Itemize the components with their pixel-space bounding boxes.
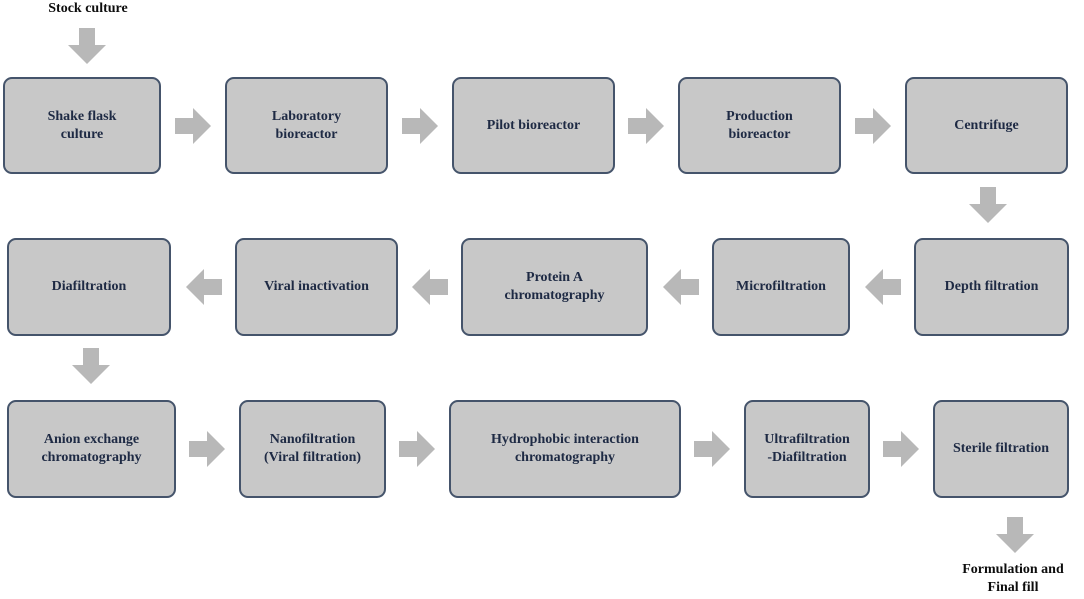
arrow-left-icon bbox=[663, 269, 699, 305]
step-label: Diafiltration bbox=[51, 279, 127, 294]
step-hydrophobic-interaction-chromatography: Hydrophobic interaction chromatography bbox=[449, 400, 681, 498]
arrow-right-icon bbox=[883, 431, 919, 467]
arrow-left-icon bbox=[412, 269, 448, 305]
arrow-down-icon bbox=[969, 187, 1007, 223]
step-label: Ultrafiltration -Diafiltration bbox=[764, 432, 850, 465]
arrow-right-icon bbox=[189, 431, 225, 467]
step-label: Sterile filtration bbox=[952, 441, 1050, 456]
stock-culture-label: Stock culture bbox=[48, 1, 128, 16]
step-production-bioreactor: Production bioreactor bbox=[678, 77, 841, 174]
arrow-right-icon bbox=[628, 108, 664, 144]
step-centrifuge: Centrifuge bbox=[905, 77, 1068, 174]
arrow-left-icon bbox=[186, 269, 222, 305]
step-depth-filtration: Depth filtration bbox=[914, 238, 1069, 336]
step-laboratory-bioreactor: Laboratory bioreactor bbox=[225, 77, 388, 174]
step-microfiltration: Microfiltration bbox=[712, 238, 850, 336]
arrow-down-icon bbox=[68, 28, 106, 64]
formulation-final-fill-label: Formulation and Final fill bbox=[962, 562, 1064, 595]
arrow-left-icon bbox=[865, 269, 901, 305]
step-label: Protein A chromatography bbox=[504, 270, 605, 303]
step-label: Viral inactivation bbox=[264, 279, 369, 294]
arrow-right-icon bbox=[402, 108, 438, 144]
step-anion-exchange-chromatography: Anion exchange chromatography bbox=[7, 400, 176, 498]
step-label: Centrifuge bbox=[954, 117, 1019, 133]
step-label: Pilot bioreactor bbox=[486, 117, 581, 133]
step-protein-a-chromatography: Protein A chromatography bbox=[461, 238, 648, 336]
arrow-right-icon bbox=[399, 431, 435, 467]
step-label: Hydrophobic interaction chromatography bbox=[491, 432, 639, 465]
arrow-right-icon bbox=[175, 108, 211, 144]
step-label: Laboratory bioreactor bbox=[271, 108, 342, 142]
step-viral-inactivation: Viral inactivation bbox=[235, 238, 398, 336]
step-ultrafiltration-diafiltration: Ultrafiltration -Diafiltration bbox=[744, 400, 870, 498]
step-label: Microfiltration bbox=[736, 279, 826, 294]
step-pilot-bioreactor: Pilot bioreactor bbox=[452, 77, 615, 174]
arrow-down-icon bbox=[72, 348, 110, 384]
step-label: Anion exchange chromatography bbox=[41, 432, 142, 465]
step-label: Nanofiltration (Viral filtration) bbox=[263, 432, 362, 465]
step-label: Shake flask culture bbox=[47, 108, 117, 142]
step-label: Production bioreactor bbox=[726, 108, 793, 142]
arrow-right-icon bbox=[855, 108, 891, 144]
step-shake-flask-culture: Shake flask culture bbox=[3, 77, 161, 174]
step-nanofiltration: Nanofiltration (Viral filtration) bbox=[239, 400, 386, 498]
arrow-right-icon bbox=[694, 431, 730, 467]
arrow-down-icon bbox=[996, 517, 1034, 553]
step-label: Depth filtration bbox=[944, 279, 1039, 294]
step-diafiltration: Diafiltration bbox=[7, 238, 171, 336]
step-sterile-filtration: Sterile filtration bbox=[933, 400, 1069, 498]
